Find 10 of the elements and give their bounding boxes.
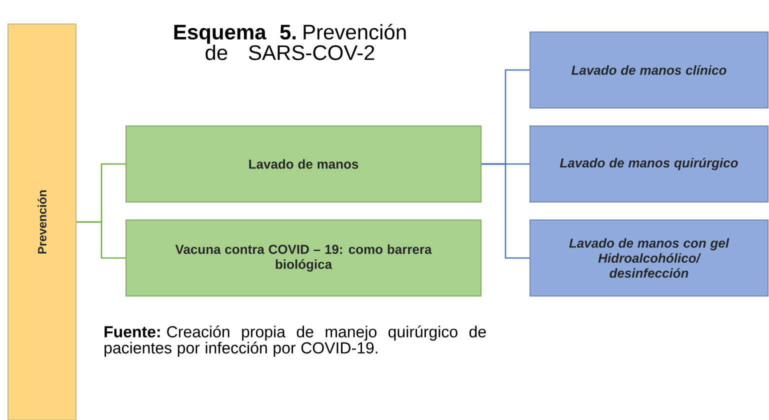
category-bar: Prevención [8,24,76,420]
connector [482,163,530,259]
process-box: Lavado de manos [126,126,482,202]
process-box: Lavado de manos clínico [530,32,768,108]
process-box: Lavado de manos con gel Hidroalcohólico/ desinfección [530,220,768,296]
connector [76,221,126,259]
title: Esquema 5. Prevención de SARS-COV-2 [174,24,406,60]
process-box: Lavado de manos quirúrgico [530,126,768,202]
caption: Fuente: Creación propia de manejo quirúrgico de pacientes por infección por COVID-19. [104,326,486,357]
process-box: Vacuna contra COVID – 19: como barrera biológica [126,220,482,296]
